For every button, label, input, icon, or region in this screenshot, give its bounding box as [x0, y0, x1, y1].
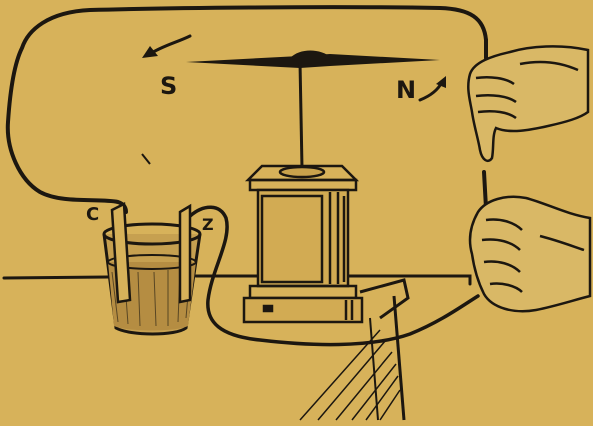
cell-carbon-label: C: [86, 204, 99, 225]
cell-zinc-label: Z: [202, 215, 214, 234]
wire-between-hands: [484, 172, 486, 208]
glass-jar-icon: [104, 204, 200, 334]
hand-icon: [470, 197, 590, 311]
needle-north-label: N: [396, 76, 416, 104]
wooden-stand-icon: [244, 166, 362, 322]
needle-south-label: S: [160, 72, 177, 100]
